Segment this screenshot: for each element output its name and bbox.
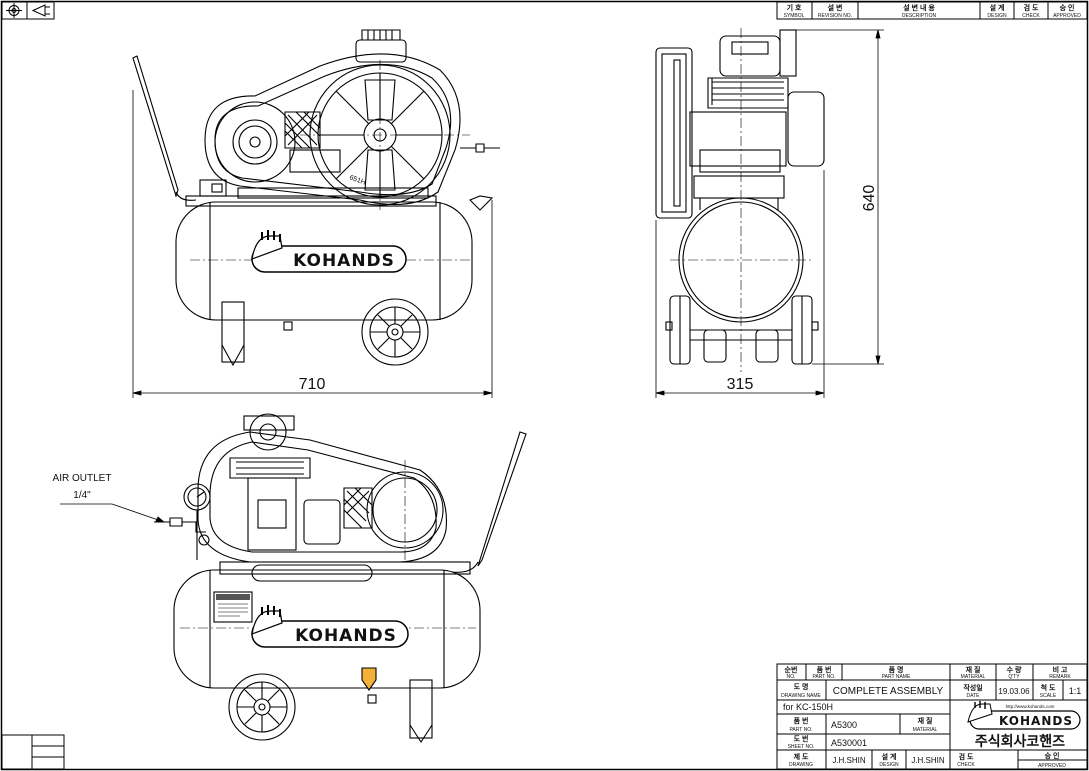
- tb-approved-ko: 승 인: [1045, 751, 1060, 760]
- tb-qty-ko: 수 량: [1007, 665, 1022, 674]
- tb-drawingname-ko: 도 명: [794, 682, 809, 691]
- width-dimension-label: 710: [299, 376, 326, 393]
- revision-table: [776, 1, 1088, 20]
- tb-drawing-ko: 제 도: [794, 752, 809, 761]
- head-stamp-text: 651H: [348, 174, 366, 186]
- tb-material2-ko: 재 질: [918, 716, 933, 725]
- tb-drawing-name: COMPLETE ASSEMBLY: [833, 686, 944, 697]
- tb-drawing-en: DRAWING: [789, 762, 813, 768]
- tb-remark-en: REMARK: [1049, 674, 1071, 680]
- rev-design-en: DESIGN: [987, 13, 1007, 19]
- projection-symbol-icon: [1, 1, 55, 20]
- company-url: http://www.kohands.com: [1006, 704, 1055, 709]
- tb-drawn-by: J.H.SHIN: [832, 756, 866, 765]
- tb-designed-by: J.H.SHIN: [911, 756, 945, 765]
- rev-revision-ko: 설 변: [828, 3, 843, 12]
- tb-check-ko: 검 도: [959, 752, 974, 761]
- rear-logo-text: KOHANDS: [295, 626, 397, 646]
- tb-check-en: CHECK: [957, 762, 975, 768]
- tb-remark-ko: 비 고: [1053, 665, 1068, 674]
- front-view: [132, 29, 500, 367]
- rev-description-en: DESCRIPTION: [902, 13, 937, 19]
- title-block-logo: http://www.kohands.com KOHANDS 주식회사코핸즈: [967, 701, 1081, 749]
- tb-drawingname-en: DRAWING NAME: [781, 693, 821, 699]
- title-block-grid: [776, 663, 1088, 770]
- rev-check-ko: 검 도: [1024, 3, 1039, 12]
- air-outlet-callout: [60, 503, 166, 523]
- rev-approved-en: APPROVED: [1053, 13, 1081, 19]
- tb-date: 19.03.06: [998, 687, 1030, 696]
- tb-approved-en: APPROVED: [1038, 763, 1066, 769]
- tb-sheet-ko: 도 번: [794, 734, 809, 743]
- tb-scale: 1:1: [1069, 686, 1082, 696]
- tb-design-ko: 설 계: [882, 752, 897, 761]
- tb-partno-en: PART NO.: [812, 674, 835, 680]
- tb-date-en: DATE: [967, 693, 981, 699]
- tb-no-en: NO.: [787, 674, 796, 680]
- tb-partno2-ko: 품 번: [794, 716, 809, 725]
- depth-dimension-label: 315: [727, 376, 754, 393]
- tb-material-en: MATERIAL: [961, 674, 986, 680]
- rev-approved-ko: 승 인: [1060, 3, 1075, 12]
- tb-partno2-en: PART NO.: [789, 727, 812, 733]
- front-logo-text: KOHANDS: [293, 251, 395, 271]
- tb-partname-en: PART NAME: [882, 674, 911, 680]
- tb-scale-ko: 척 도: [1041, 683, 1056, 692]
- tb-material-ko: 재 질: [966, 665, 981, 674]
- tb-qty-en: Q'TY: [1008, 674, 1020, 680]
- tb-sheet-en: SHEET NO.: [788, 744, 815, 750]
- front-kohands-logo: KOHANDS: [251, 230, 407, 273]
- tb-partname-ko: 품 명: [889, 665, 904, 674]
- tb-material2-en: MATERIAL: [913, 727, 938, 733]
- tb-sheet-no: A530001: [831, 738, 867, 748]
- tb-for-model: for KC-150H: [783, 702, 833, 712]
- rev-check-en: CHECK: [1022, 13, 1040, 19]
- tb-date-ko: 작성일: [963, 683, 982, 692]
- corner-table: [1, 734, 65, 770]
- tb-scale-en: SCALE: [1040, 693, 1057, 699]
- tb-partno-ko: 품 번: [817, 665, 832, 674]
- rev-symbol-en: SYMBOL: [784, 13, 805, 19]
- company-name-korean: 주식회사코핸즈: [975, 733, 1065, 749]
- hand-logo-icon-small: [967, 703, 993, 723]
- air-outlet-label: AIR OUTLET: [53, 473, 112, 484]
- rev-design-ko: 설 계: [990, 3, 1005, 12]
- rev-description-ko: 설 변 내 용: [903, 3, 935, 12]
- width-dimension: [132, 90, 493, 398]
- rear-kohands-logo: KOHANDS: [251, 605, 409, 648]
- tb-part-no: A5300: [831, 720, 857, 730]
- tb-no-ko: 순번: [785, 665, 798, 674]
- side-view: [655, 28, 825, 372]
- rev-revision-en: REVISION NO.: [818, 13, 852, 19]
- depth-height-dimensions: [655, 29, 884, 398]
- air-outlet-size: 1/4": [73, 490, 91, 501]
- rev-symbol-ko: 기 호: [787, 3, 802, 12]
- rear-view: [154, 413, 527, 744]
- height-dimension-label: 640: [861, 185, 878, 212]
- title-block-logo-text: KOHANDS: [999, 714, 1073, 728]
- tb-design-en: DESIGN: [879, 762, 899, 768]
